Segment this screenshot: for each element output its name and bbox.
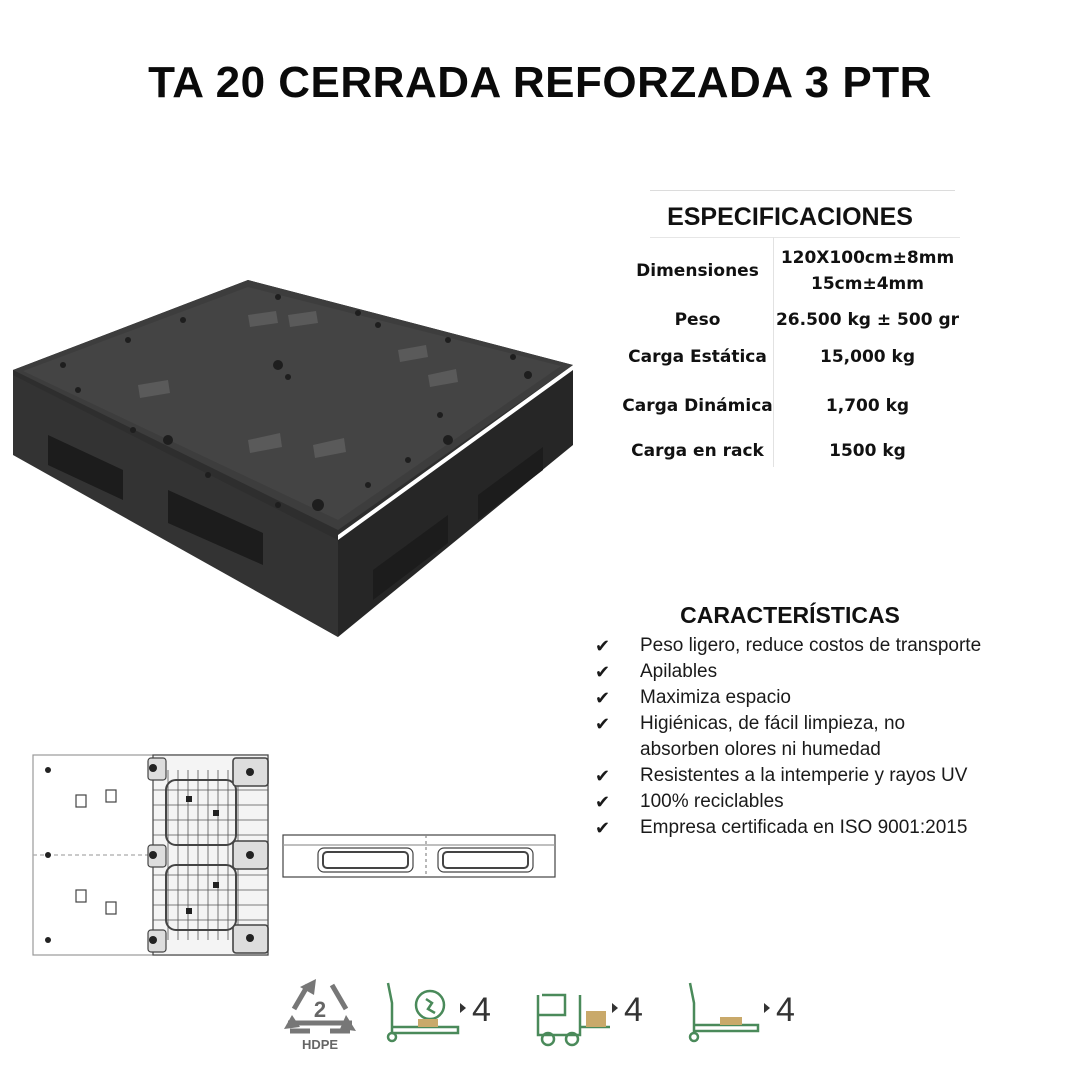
check-icon: ✔ [595,714,611,734]
spec-value: 26.500 kg ± 500 gr [775,310,960,330]
hand-pallet-icon [688,982,760,1043]
stack-count: 4 [776,991,795,1029]
check-icon: ✔ [595,766,611,786]
list-item-text: Maximiza espacio [640,687,791,708]
spec-column-divider [773,237,774,467]
list-item-continuation: absorben olores ni humedad [595,737,1065,763]
spec-label: Carga en rack [631,441,764,461]
list-item: ✔ 100% reciclables [595,789,1065,815]
spec-label: Carga Dinámica [622,396,773,416]
list-item-text: absorben olores ni humedad [640,739,881,760]
spec-row-peso: Peso 26.500 kg ± 500 gr [620,305,960,335]
list-item: ✔ Maximiza espacio [595,685,1065,711]
check-icon: ✔ [595,636,611,656]
spec-value: 1,700 kg [825,396,910,416]
list-item-text: Peso ligero, reduce costos de transporte [640,635,982,656]
list-item-text: Apilables [640,661,718,682]
spec-row-carga-rack: Carga en rack 1500 kg [620,436,960,466]
spec-value: 1500 kg [829,441,906,461]
check-icon: ✔ [595,792,611,812]
characteristics-list: ✔ Peso ligero, reduce costos de transport… [595,633,1065,841]
spec-row-dimensiones: Dimensiones 120X100cm±8mm 15cm±4mm [620,241,960,301]
list-item: ✔ Higiénicas, de fácil limpieza, no [595,711,1065,737]
side-view-drawing [282,834,556,878]
stack-count: 4 [472,991,491,1029]
list-item-text: Higiénicas, de fácil limpieza, no [640,713,906,734]
spec-value-line1: 120X100cm±8mm [780,248,955,268]
list-item-text: 100% reciclables [640,791,784,812]
spec-top-rule [650,190,955,191]
spec-value-line2: 15cm±4mm [811,274,924,294]
spec-label: Carga Estática [628,347,767,367]
technical-drawings [28,750,568,960]
recycle-icon [288,983,352,1034]
spec-heading: ESPECIFICACIONES [667,203,913,231]
list-item-text: Resistentes a la intemperie y rayos UV [640,765,968,786]
spec-label: Peso [674,310,721,330]
check-icon: ✔ [595,688,611,708]
list-item: ✔ Peso ligero, reduce costos de transport… [595,633,1065,659]
recycle-number: 2 [314,997,326,1022]
check-icon: ✔ [595,818,611,838]
icons-row: 2 HDPE 4 4 4 [280,975,820,1060]
spec-row-carga-dinamica: Carga Dinámica 1,700 kg [620,391,960,421]
page-title: TA 20 CERRADA REFORZADA 3 PTR [148,58,932,107]
list-item-text: Empresa certificada en ISO 9001:2015 [640,817,968,838]
spec-value: 15,000 kg [820,347,915,367]
characteristics-heading: CARACTERÍSTICAS [680,602,900,628]
recycle-label: HDPE [302,1037,338,1052]
list-item: ✔ Resistentes a la intemperie y rayos UV [595,763,1065,789]
pallet-jack-icon [386,982,460,1043]
list-item: ✔ Apilables [595,659,1065,685]
list-item: ✔ Empresa certificada en ISO 9001:2015 [595,815,1065,841]
spec-row-carga-estatica: Carga Estática 15,000 kg [620,342,960,372]
spec-value: 120X100cm±8mm 15cm±4mm [775,241,960,301]
pallet-photo [8,265,578,645]
spec-label: Dimensiones [636,261,759,281]
spec-heading-underline [650,237,960,238]
check-icon: ✔ [595,662,611,682]
stack-count: 4 [624,991,643,1029]
